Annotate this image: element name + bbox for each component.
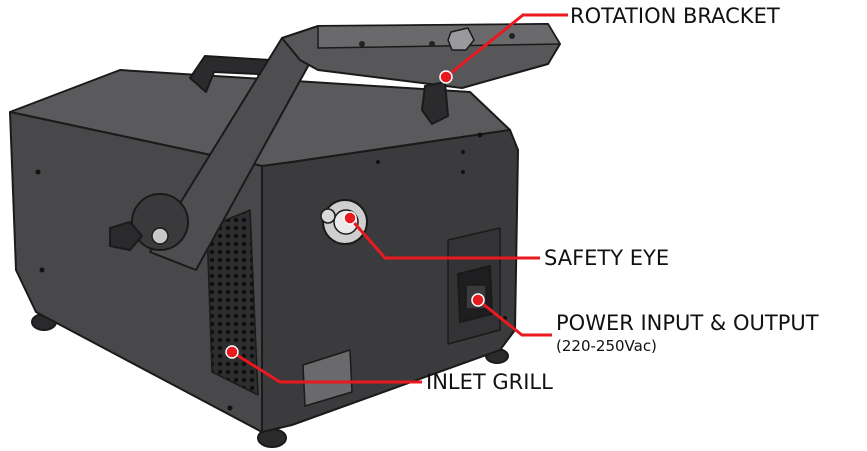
pivot-gear (131, 193, 189, 251)
housing-screws (35, 132, 507, 411)
bracket-bolt (447, 27, 475, 51)
dot-power (471, 293, 485, 307)
label-power-voltage: (220-250Vac) (556, 337, 657, 355)
fog-machine (9, 23, 561, 448)
dot-rotation-bracket (439, 70, 453, 84)
label-inlet-grill: INLET GRILL (426, 370, 553, 394)
leader-safety-eye (348, 217, 540, 260)
label-power-input-output: POWER INPUT & OUTPUT (556, 311, 819, 335)
dot-safety-eye (343, 211, 357, 225)
dot-inlet-grill (225, 345, 239, 359)
rotation-bracket-leg (421, 81, 449, 125)
inlet-grill-mesh (206, 209, 259, 396)
label-rotation-bracket: ROTATION BRACKET (570, 4, 780, 28)
leader-rotation-bracket (445, 13, 568, 79)
rotation-bracket-bar-top (317, 23, 561, 49)
adjustment-knob (109, 221, 143, 251)
leader-dots (225, 70, 485, 359)
leader-power (477, 298, 552, 337)
bracket-holes (359, 33, 515, 47)
label-plate (302, 349, 353, 407)
safety-eye-small (320, 208, 336, 224)
leader-inlet-grill (231, 350, 422, 384)
leader-lines (231, 13, 568, 384)
label-safety-eye: SAFETY EYE (544, 246, 670, 270)
pivot-hub (151, 227, 169, 245)
